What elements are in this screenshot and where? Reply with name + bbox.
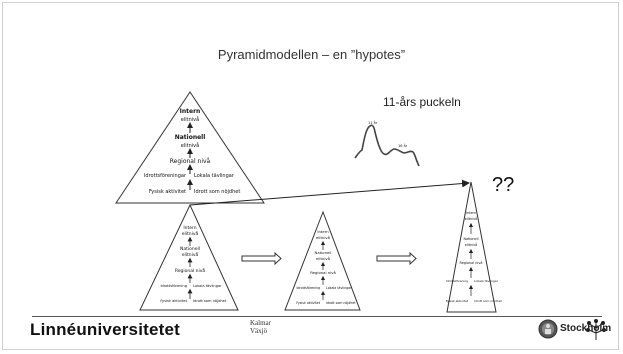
- hump-peak-label: 11 år: [368, 120, 378, 125]
- long-arrow: [189, 179, 470, 206]
- slide-frame: [2, 2, 619, 350]
- pyr-bl-l2b: elitnivå: [182, 251, 199, 258]
- question-marks: ??: [492, 174, 515, 196]
- pyr-br-l1a: Intern: [466, 211, 476, 215]
- pyr-top-l2b: elitnivå: [181, 142, 199, 149]
- pyramid-bottom-middle: Intern elitnivå Nationell elitnivå Regio…: [284, 210, 361, 311]
- stockholm-crest-icon: [538, 319, 558, 339]
- pyr-bm-l1b: elitnivå: [316, 235, 330, 240]
- hump-label: 11-års puckeln: [383, 95, 461, 109]
- footer-divider: [32, 316, 602, 317]
- pyr-br-l5-left: Fysisk aktivitet: [446, 299, 469, 303]
- pyr-bl-l5-left: Fysisk aktivitet: [160, 299, 187, 303]
- pyr-bl-l1a: Intern: [183, 225, 196, 231]
- pyr-br-l1b: elitnivå: [465, 216, 477, 221]
- pyr-br-l3: Regional nivå: [460, 260, 483, 265]
- hump-second-label: 16 år: [398, 143, 408, 148]
- stockholm-label: Stockholm: [560, 323, 612, 334]
- city-kalmar: Kalmar: [250, 319, 271, 327]
- pyr-top-l1a: Intern: [180, 108, 201, 115]
- tree-logo-icon: [586, 319, 606, 340]
- block-arrow-2: [376, 251, 417, 266]
- pyr-bm-l1a: Intern: [317, 229, 329, 234]
- pyr-bl-l4-left: Idrottsförening: [160, 284, 187, 288]
- block-arrow-1: [241, 251, 282, 266]
- pyramid-bottom-right: Intern elitnivå Nationell elitnivå Regio…: [446, 181, 503, 313]
- university-logo: Linnéuniversitetet: [30, 320, 181, 339]
- pyr-bm-l4-right: Lokala tävlingar: [326, 286, 352, 290]
- pyr-br-l4-right: Lokala tävlingar: [474, 279, 499, 283]
- pyramid-br-outline: [446, 181, 497, 313]
- pyr-bm-l2b: elitnivå: [316, 256, 330, 261]
- pyr-top-l4-left: Idrottsföreningar: [144, 173, 187, 179]
- pyr-bl-l2a: Nationell: [180, 246, 200, 252]
- hump-curve: [354, 124, 420, 167]
- slide-title: Pyramidmodellen – en ”hypotes”: [217, 47, 406, 62]
- pyramid-bl-outline: [139, 203, 239, 311]
- university-cities: Kalmar Växjö: [250, 319, 271, 335]
- pyr-top-l5-right: Idrott som nöjdhet: [194, 189, 240, 195]
- pyr-bl-l3: Regional nivå: [175, 267, 206, 274]
- pyramid-bottom-left: Intern elitnivå Nationell elitnivå Regio…: [139, 203, 239, 311]
- pyr-bm-l2a: Nationell: [315, 250, 332, 255]
- pyr-bm-l4-left: Idrottsförening: [296, 286, 320, 290]
- pyr-br-l4-left: Idrottsförening: [446, 279, 468, 283]
- pyr-br-l2b: elitnivå: [465, 242, 477, 247]
- pyr-top-l2a: Nationell: [175, 134, 206, 141]
- pyr-bm-l5-left: Fysisk aktivitet: [296, 301, 320, 305]
- pyr-top-l5-left: Fysisk aktivitet: [149, 189, 186, 195]
- pyramid-bm-outline: [284, 210, 361, 311]
- pyr-bm-l3: Regional nivå: [310, 270, 336, 275]
- pyr-br-l2a: Nationell: [463, 237, 478, 241]
- pyr-br-l5-right: Idrott som nöjdhet: [474, 299, 503, 303]
- pyr-top-l3: Regional nivå: [170, 158, 211, 165]
- pyr-bl-l5-right: Idrott som nöjdhet: [193, 299, 227, 303]
- pyr-bl-l4-right: Lokala tävlingar: [193, 284, 222, 288]
- city-vaxjo: Växjö: [250, 327, 268, 335]
- pyramid-top-outline: [115, 91, 265, 204]
- pyr-top-l1b: elitnivå: [181, 116, 199, 123]
- pyr-bm-l5-right: Idrott som nöjdhet: [326, 301, 356, 305]
- hump-chart: 11 år 16 år: [354, 120, 420, 167]
- pyramid-top: Intern elitnivå Nationell elitnivå Regio…: [115, 91, 265, 204]
- pyr-top-l4-right: Lokala tävlingar: [194, 173, 235, 179]
- pyr-bl-l1b: elitnivå: [182, 230, 199, 237]
